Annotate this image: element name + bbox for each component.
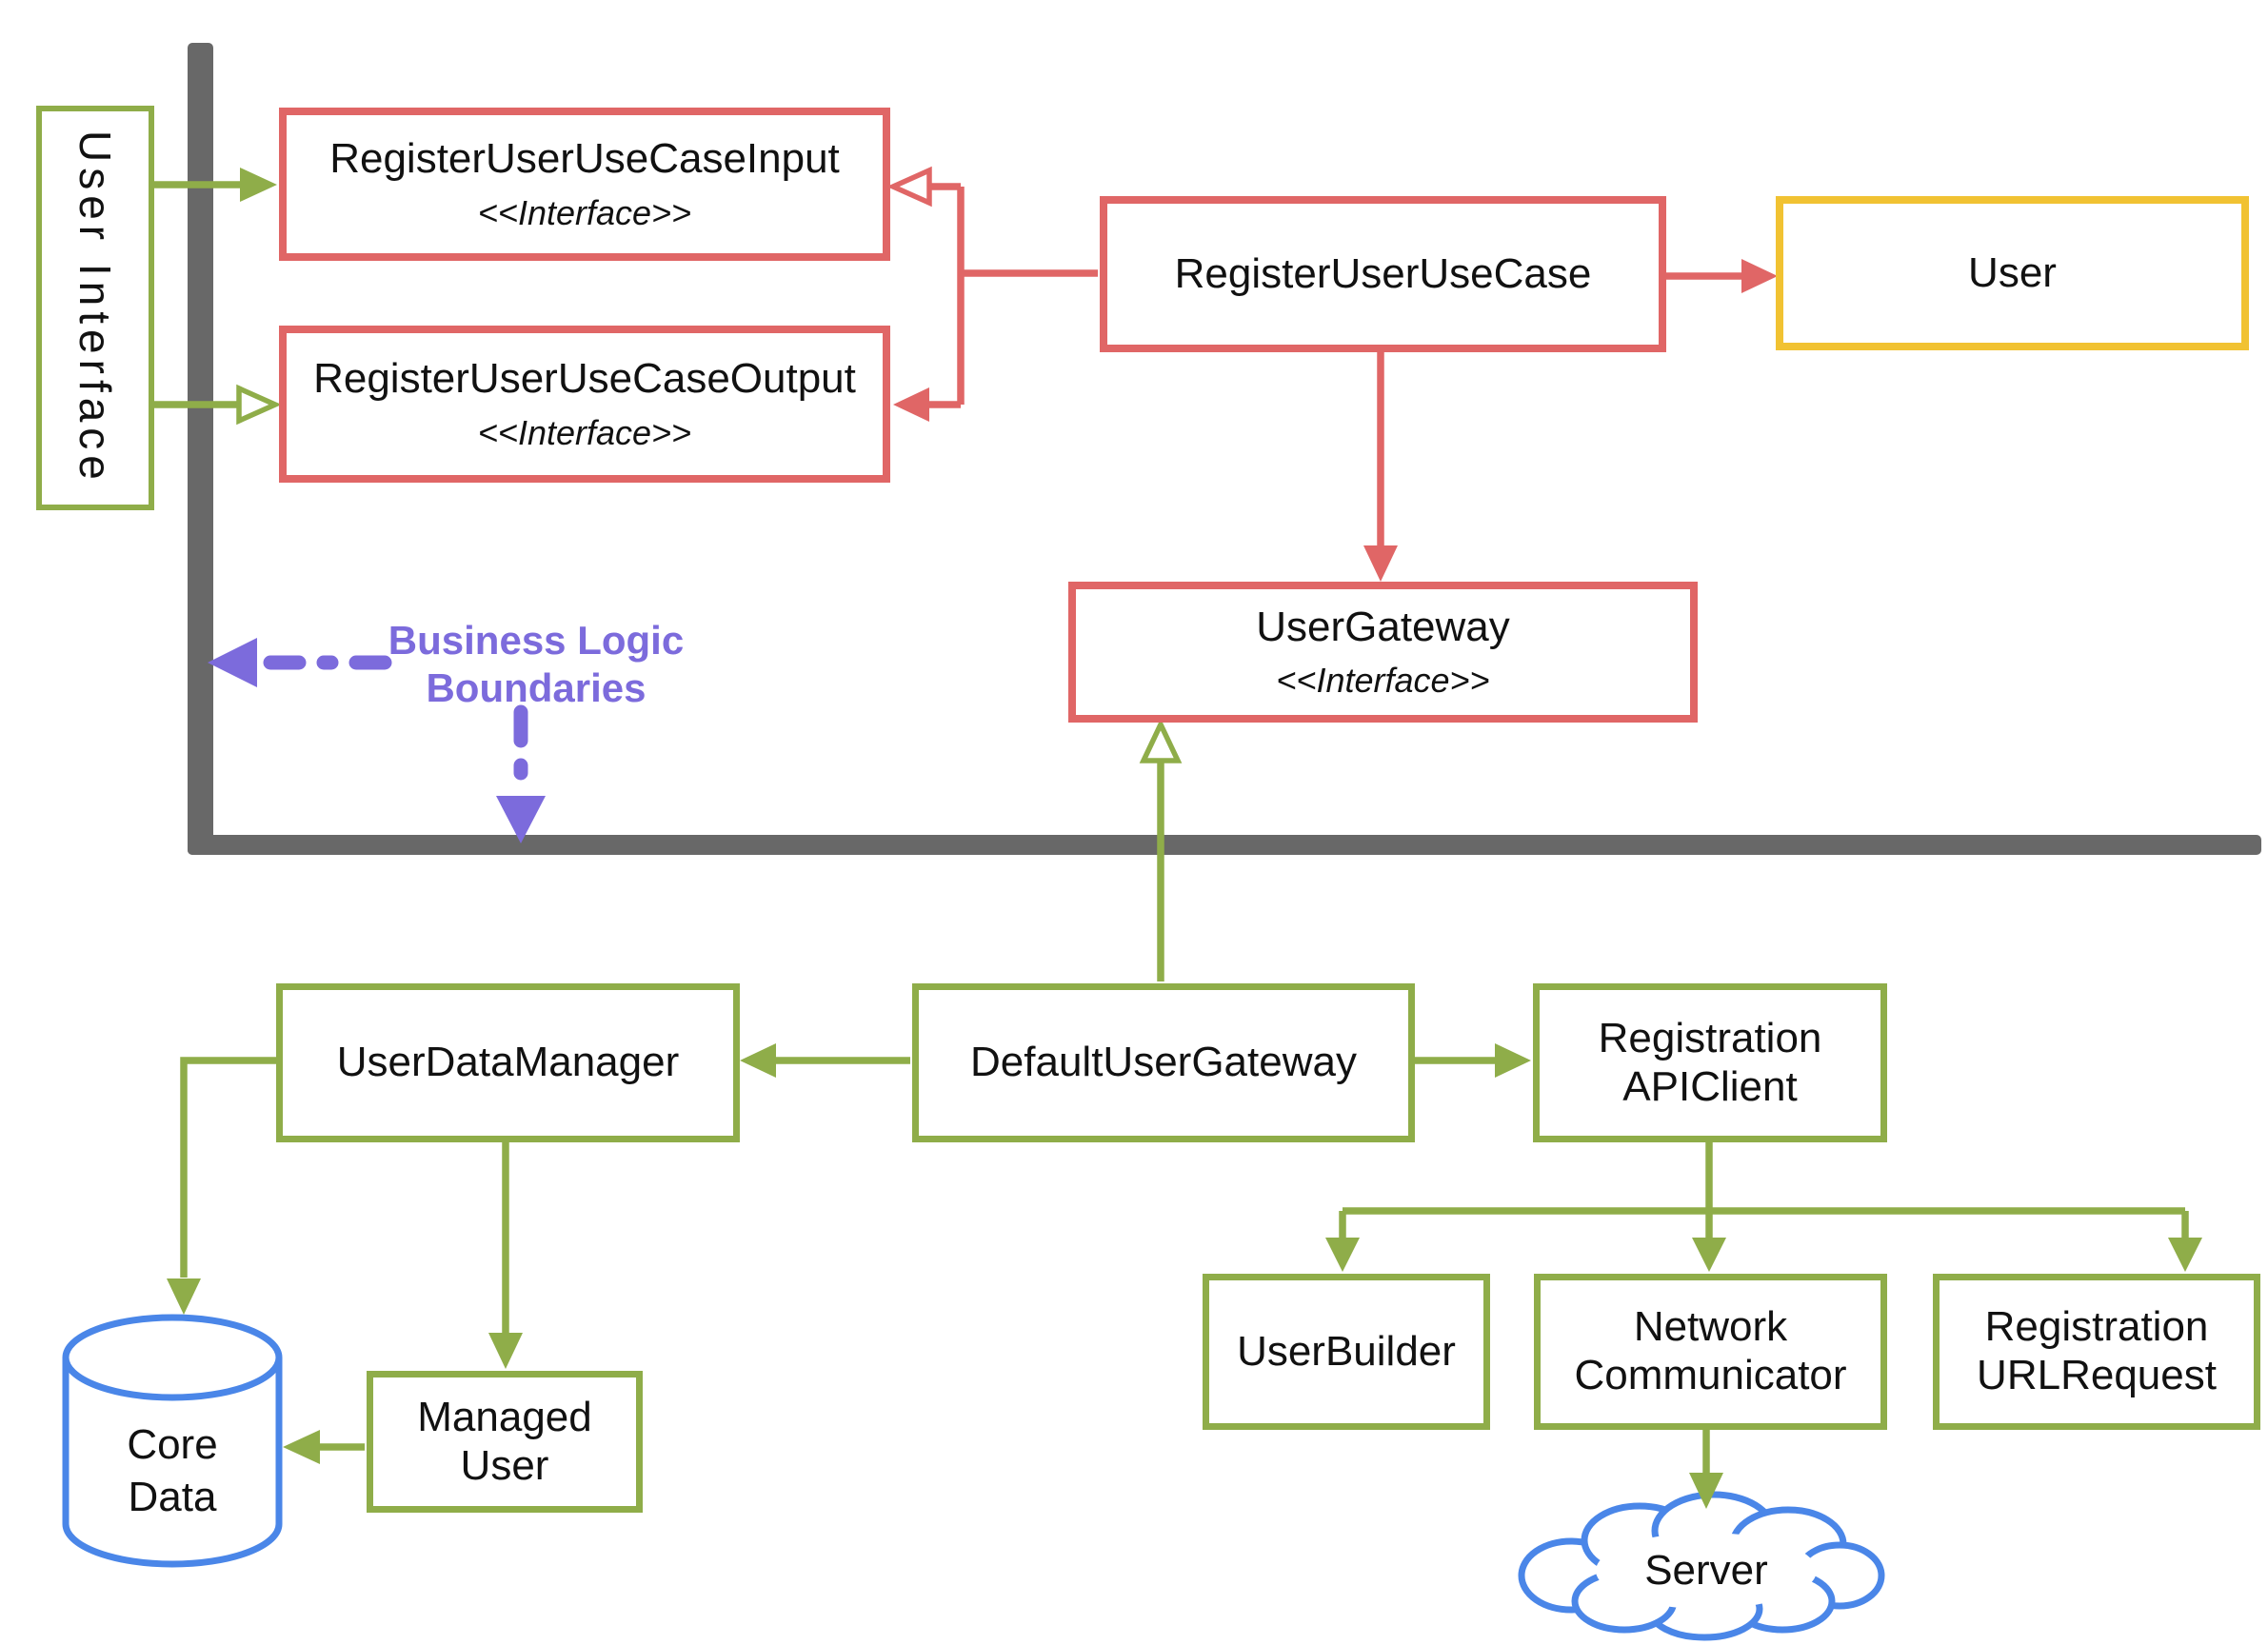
managed-user-title: Managed User <box>417 1393 592 1489</box>
edge-usecase-to-input-output <box>886 166 1098 422</box>
register-output-stereotype: <<Interface>> <box>477 412 692 452</box>
business-logic-boundary <box>188 43 2261 855</box>
node-register-user-use-case-input: RegisterUserUseCaseInput <<Interface>> <box>279 108 890 261</box>
user-interface-label: User Interface <box>70 130 120 486</box>
edge-usecase-to-usergateway <box>1363 352 1398 582</box>
core-data-label: Core Data <box>127 1421 218 1520</box>
server-cloud <box>1518 1491 1885 1641</box>
core-data-cylinder <box>62 1314 283 1568</box>
registration-url-request-title: Registration URLRequest <box>1977 1303 2217 1398</box>
server-label: Server <box>1644 1547 1768 1594</box>
edge-ui-to-output <box>154 384 282 426</box>
network-communicator-title: Network Communicator <box>1574 1303 1847 1398</box>
edge-manageduser-to-coredata <box>283 1430 365 1464</box>
edge-defaultgateway-to-apiclient <box>1415 1043 1531 1078</box>
user-title: User <box>1968 248 2057 296</box>
register-input-stereotype: <<Interface>> <box>477 192 692 232</box>
edge-userdatamanager-to-coredata <box>167 1057 276 1315</box>
boundary-horizontal-bar <box>188 835 2261 855</box>
node-network-communicator: Network Communicator <box>1534 1274 1887 1430</box>
business-logic-boundaries-label: Business Logic Boundaries <box>388 618 685 711</box>
edge-ui-to-input <box>154 168 277 202</box>
user-builder-title: UserBuilder <box>1237 1327 1456 1375</box>
register-output-title: RegisterUserUseCaseOutput <box>313 355 856 403</box>
register-input-title: RegisterUserUseCaseInput <box>329 135 840 183</box>
user-data-manager-title: UserDataManager <box>336 1039 680 1086</box>
node-user-builder: UserBuilder <box>1203 1274 1490 1430</box>
registration-api-client-title: Registration APIClient <box>1598 1014 1822 1110</box>
node-user-interface: User Interface <box>36 106 154 510</box>
edge-userdatamanager-to-manageduser <box>488 1142 523 1369</box>
boundary-callout-arrow-left <box>208 638 392 687</box>
node-managed-user: Managed User <box>367 1371 643 1513</box>
edge-apiclient-to-children <box>1325 1142 2202 1272</box>
node-register-user-use-case: RegisterUserUseCase <box>1100 196 1666 352</box>
edge-defaultgateway-to-userdatamanager <box>740 1043 910 1078</box>
node-register-user-use-case-output: RegisterUserUseCaseOutput <<Interface>> <box>279 326 890 483</box>
edge-defaultgateway-to-usergateway <box>1139 718 1183 981</box>
node-user: User <box>1776 196 2249 350</box>
user-gateway-stereotype: <<Interface>> <box>1276 661 1490 701</box>
default-user-gateway-title: DefaultUserGateway <box>970 1039 1357 1086</box>
boundary-callout-arrow-down <box>496 704 546 843</box>
node-user-data-manager: UserDataManager <box>276 983 740 1142</box>
node-default-user-gateway: DefaultUserGateway <box>912 983 1415 1142</box>
edge-usecase-to-user <box>1666 259 1778 293</box>
edge-networkcommunicator-to-server <box>1689 1430 1723 1509</box>
node-user-gateway: UserGateway <<Interface>> <box>1068 582 1698 723</box>
node-registration-api-client: Registration APIClient <box>1533 983 1887 1142</box>
node-registration-url-request: Registration URLRequest <box>1933 1274 2260 1430</box>
user-gateway-title: UserGateway <box>1256 603 1510 650</box>
boundary-vertical-bar <box>188 43 213 855</box>
register-use-case-title: RegisterUserUseCase <box>1174 249 1592 297</box>
